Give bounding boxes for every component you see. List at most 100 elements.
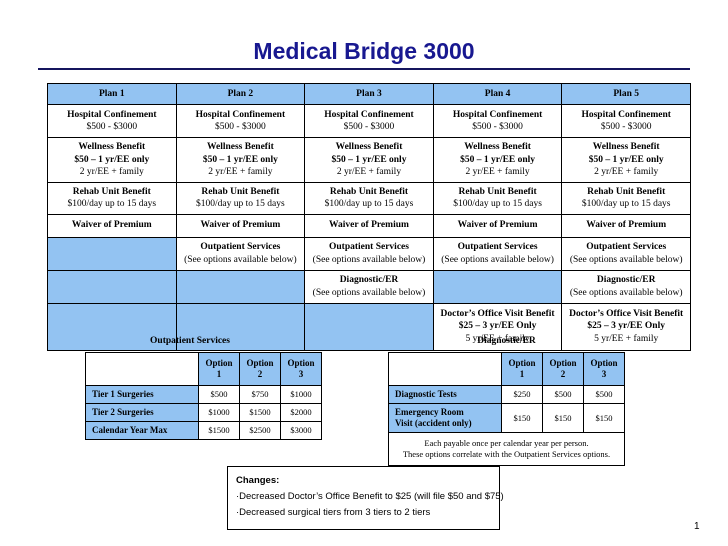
cell-title: Outpatient Services: [586, 242, 667, 252]
cell-subtitle: $50 – 1 yr/EE only: [202, 154, 278, 165]
plan-row-waiver-of-premium: Waiver of Premium Waiver of Premium Waiver…: [47, 213, 691, 238]
cell-detail: (See options available below): [184, 254, 297, 265]
outpatient-row-label: Calendar Year Max: [85, 421, 199, 440]
cell-subtitle: $25 – 3 yr/EE Only: [587, 321, 665, 332]
cell-subtitle: $25 – 3 yr/EE Only: [458, 321, 537, 332]
corner-cell: [388, 352, 502, 386]
cell-subtitle: $50 – 1 yr/EE only: [460, 154, 536, 165]
outpatient-value-1: $1500: [198, 421, 240, 440]
cell-detail: $100/day up to 15 days: [581, 199, 671, 209]
outpatient-value-1: $1000: [198, 403, 240, 422]
plan-header-5: Plan 5: [561, 83, 691, 105]
cell-title: Rehab Unit Benefit: [72, 186, 151, 197]
diagnostic-er-plan-3: Diagnostic/ER (See options available belo…: [304, 269, 434, 304]
cell-title: Rehab Unit Benefit: [329, 186, 409, 197]
diagnostic-note-row: Each payable once per calendar year per …: [388, 432, 625, 466]
empty-cell: [47, 302, 177, 351]
empty-cell: [432, 269, 563, 304]
cell-detail: $500 - $3000: [86, 122, 138, 132]
empty-cell: [175, 269, 306, 304]
diagnostic-value-3: $500: [583, 385, 625, 404]
cell-detail: 2 yr/EE + family: [465, 167, 530, 177]
hospital-confinement-plan-1: Hospital Confinement $500 - $3000: [47, 104, 177, 138]
rehab-unit-benefit-plan-5: Rehab Unit Benefit $100/day up to 15 days: [561, 181, 691, 215]
cell-detail: 5 yr/EE + family: [465, 333, 530, 344]
wellness-benefit-plan-4: Wellness Benefit $50 – 1 yr/EE only 2 yr/E…: [432, 137, 563, 183]
cell-detail: $500 - $3000: [472, 122, 523, 132]
cell-detail: $500 - $3000: [600, 122, 652, 132]
rehab-unit-benefit-plan-1: Rehab Unit Benefit$100/day up to 15 days: [47, 181, 177, 215]
outpatient-value-2: $2500: [239, 421, 281, 440]
cell-title: Doctor’s Office Visit Benefit: [440, 308, 555, 319]
cell-detail: 2 yr/EE + family: [594, 167, 659, 177]
outpatient-services-caption: Outpatient Services: [150, 336, 230, 346]
cell-title: Waiver of Premium: [586, 220, 667, 231]
empty-cell: [175, 302, 306, 351]
outpatient-row-label: Tier 1 Surgeries: [85, 385, 199, 404]
cell-title: Wellness Benefit: [78, 142, 146, 152]
page-title: Medical Bridge 3000: [253, 38, 475, 64]
rehab-unit-benefit-plan-4: Rehab Unit Benefit$100/day up to 15 days: [432, 181, 563, 215]
empty-cell: [304, 302, 434, 351]
cell-title: Diagnostic/ER: [339, 275, 399, 285]
hospital-confinement-plan-5: Hospital Confinement$500 - $3000: [561, 104, 691, 138]
outpatient-value-3: $2000: [280, 403, 322, 422]
outpatient-value-3: $1000: [280, 385, 322, 404]
outpatient-services-plan-3: Outpatient Services(See options availabl…: [304, 236, 434, 271]
cell-subtitle: $50 – 1 yr/EE only: [588, 154, 664, 165]
outpatient-value-1: $500: [198, 385, 240, 404]
cell-title: Wellness Benefit: [464, 142, 531, 152]
outpatient-services-plan-2: Outpatient Services(See options availabl…: [175, 236, 306, 271]
cell-detail: (See options available below): [569, 287, 683, 298]
cell-detail: $100/day up to 15 days: [324, 199, 414, 209]
cell-title: Waiver of Premium: [200, 220, 281, 231]
diagnostic-value-1: $150: [501, 403, 543, 433]
doctors-office-visit-benefit-plan-5: Doctor’s Office Visit Benefit $25 – 3 yr/…: [561, 302, 691, 351]
diagnostic-row-label: Diagnostic Tests: [388, 385, 502, 404]
cell-title: Rehab Unit Benefit: [587, 186, 666, 197]
outpatient-option-header-2: Option 2: [239, 352, 281, 386]
cell-detail: 2 yr/EE + family: [208, 167, 273, 177]
outpatient-value-2: $750: [239, 385, 281, 404]
waiver-of-premium-plan-5: Waiver of Premium: [561, 213, 691, 238]
cell-title: Doctor’s Office Visit Benefit: [569, 308, 684, 319]
diagnostic-value-3: $150: [583, 403, 625, 433]
plan-header-3: Plan 3: [304, 83, 434, 105]
plan-row-doctors-office-visit-benefit: Doctor’s Office Visit Benefit $25 – 3 yr/…: [47, 302, 691, 351]
cell-title: Hospital Confinement: [67, 109, 157, 120]
changes-title: Changes:: [236, 475, 280, 486]
outpatient-row: Tier 2 Surgeries$1000$1500$2000: [85, 403, 322, 422]
cell-detail: (See options available below): [312, 287, 426, 298]
title-divider: [38, 68, 690, 70]
waiver-of-premium-plan-4: Waiver of Premium: [432, 213, 563, 238]
plan-row-hospital-confinement: Hospital Confinement $500 - $3000 Hospital…: [47, 104, 691, 138]
hospital-confinement-plan-2: Hospital Confinement$500 - $3000: [175, 104, 306, 138]
doctors-office-visit-benefit-plan-4: Doctor’s Office Visit Benefit $25 – 3 yr/…: [432, 302, 563, 351]
outpatient-services-plan-5: Outpatient Services(See options availabl…: [561, 236, 691, 271]
cell-title: Rehab Unit Benefit: [201, 186, 280, 197]
page-number: 1: [694, 521, 700, 532]
cell-detail: (See options available below): [441, 254, 554, 265]
outpatient-value-3: $3000: [280, 421, 322, 440]
cell-detail: $500 - $3000: [343, 122, 395, 132]
outpatient-services-plan-4: Outpatient Services(See options availabl…: [432, 236, 563, 271]
waiver-of-premium-plan-2: Waiver of Premium: [175, 213, 306, 238]
hospital-confinement-plan-3: Hospital Confinement$500 - $3000: [304, 104, 434, 138]
cell-title: Hospital Confinement: [452, 109, 543, 120]
cell-title: Rehab Unit Benefit: [458, 186, 537, 197]
hospital-confinement-plan-4: Hospital Confinement $500 - $3000: [432, 104, 563, 138]
rehab-unit-benefit-plan-2: Rehab Unit Benefit $100/day up to 15 days: [175, 181, 306, 215]
cell-detail: $100/day up to 15 days: [196, 199, 285, 209]
